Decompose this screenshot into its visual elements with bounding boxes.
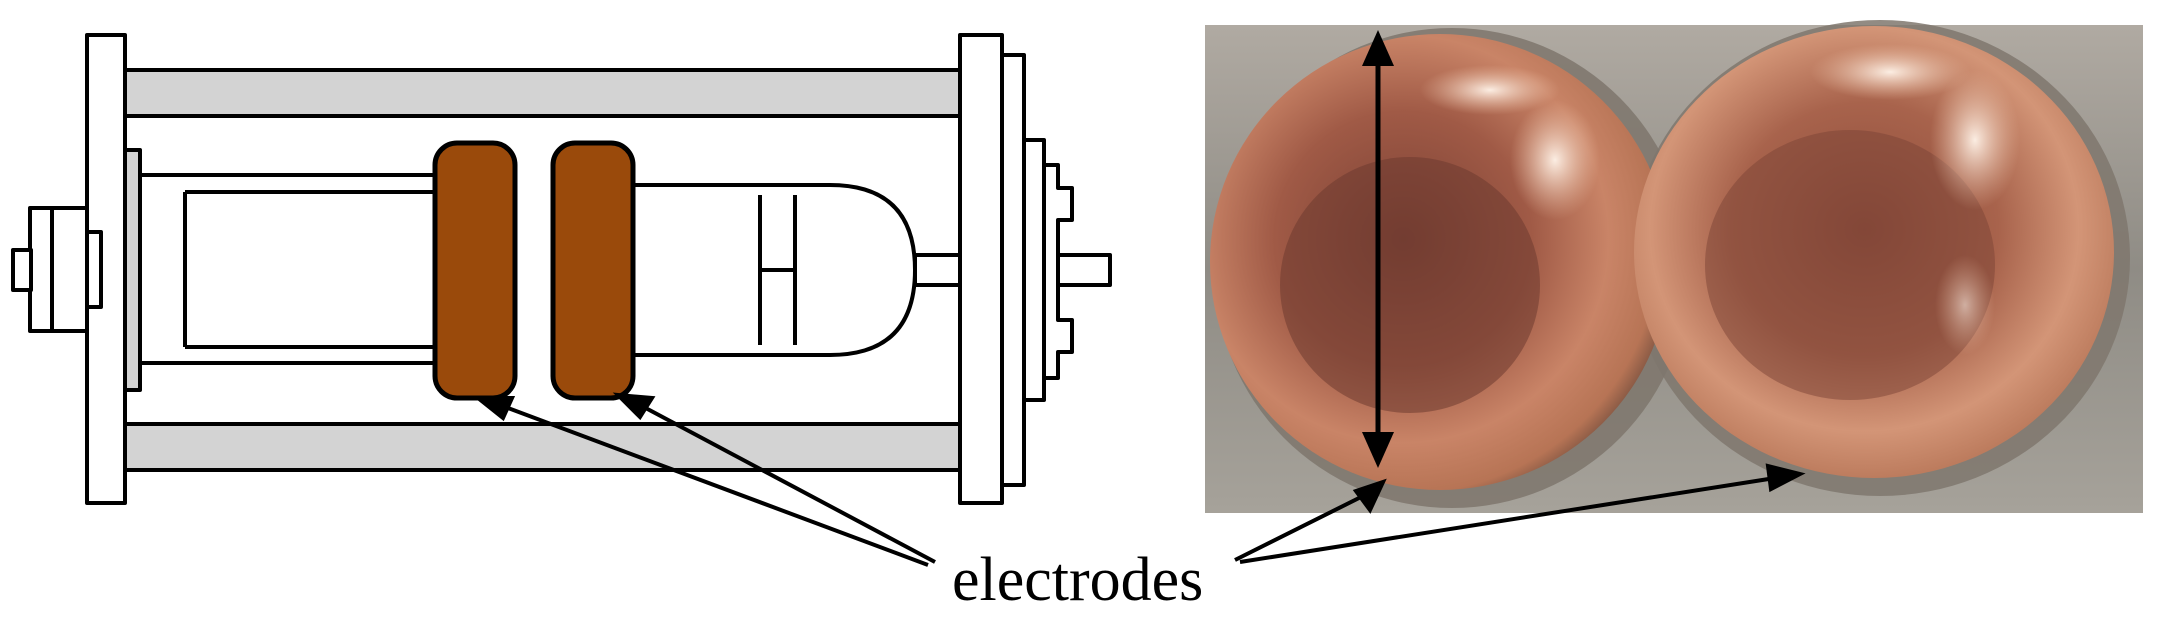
moving-stem — [593, 183, 917, 357]
pointer-arrow — [1239, 476, 1776, 564]
pointer-arrow — [499, 403, 929, 567]
right-cup-highlight — [1930, 70, 2020, 210]
left-cup-highlight — [1420, 65, 1560, 115]
pointer-arrow — [1234, 493, 1366, 562]
vacuum-interrupter-schematic — [11, 33, 1112, 505]
left-cup-highlight — [1510, 100, 1600, 220]
electrodes-photo — [1205, 20, 2143, 513]
right-cup-face — [1705, 130, 1995, 400]
moving-electrode — [550, 140, 636, 401]
pointer-arrow-head — [1765, 463, 1806, 493]
right-cup-highlight — [1810, 44, 1970, 100]
right-cup-highlight — [1935, 255, 1995, 355]
diameter-arrow-head-top — [1362, 30, 1394, 66]
left-cup-face — [1280, 157, 1540, 413]
housing-top-wall — [123, 68, 962, 118]
pointer-arrow-head — [472, 396, 516, 422]
pointer-arrow-head — [612, 392, 656, 421]
electrode-pointer-arrows — [472, 392, 1806, 567]
left-terminal-tip — [11, 248, 33, 292]
housing-bottom-wall — [123, 422, 962, 472]
fixed-electrode — [432, 140, 518, 401]
left-terminal — [28, 206, 89, 333]
pointer-arrow — [639, 403, 936, 564]
fixed-stem — [138, 173, 437, 365]
bellows-outline — [1042, 163, 1074, 380]
right-flange-ring — [1022, 138, 1046, 402]
pointer-arrow-head — [1352, 478, 1387, 514]
left-terminal-collar — [85, 230, 103, 309]
diameter-arrow-head-bottom — [1362, 432, 1394, 468]
right-end-flange — [958, 33, 1004, 505]
electrodes-label: electrodes — [952, 546, 1203, 614]
right-flange-ring — [1000, 53, 1026, 487]
